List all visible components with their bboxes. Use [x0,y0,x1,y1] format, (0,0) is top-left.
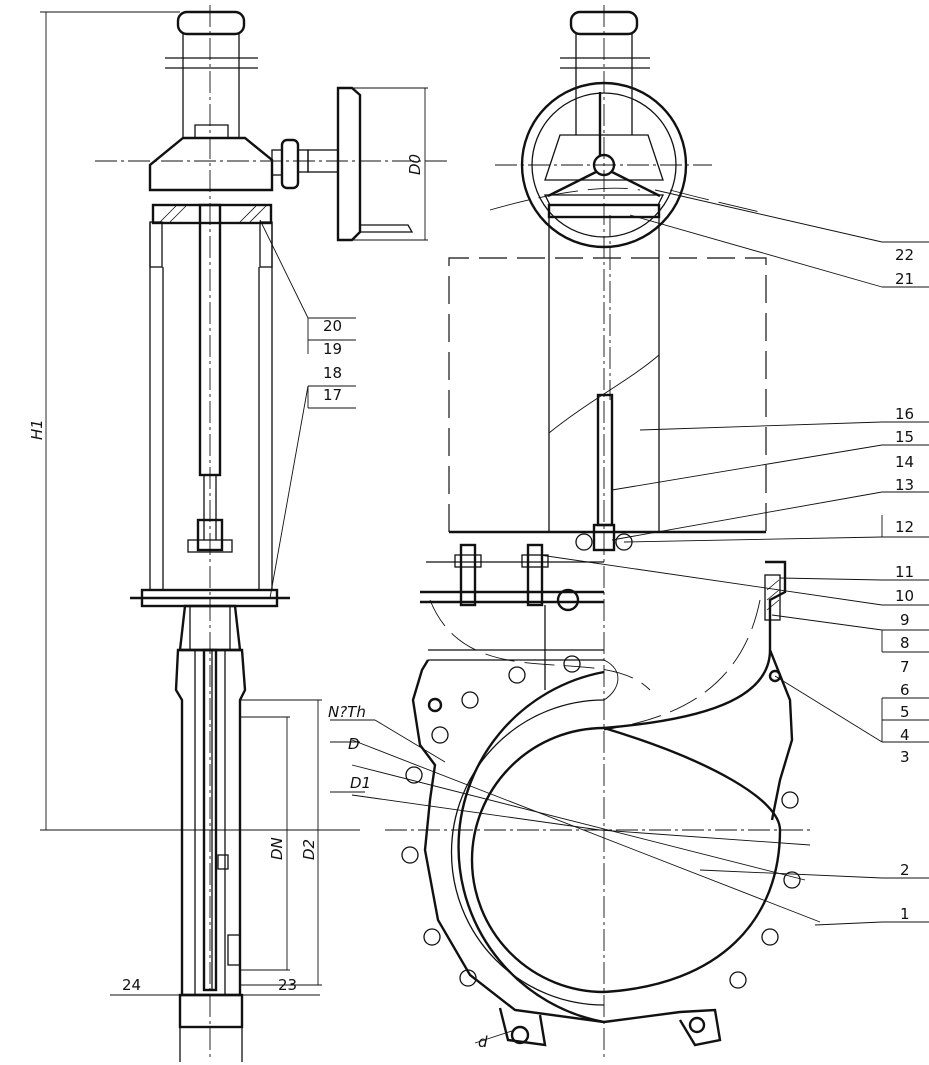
flange-bolt-holes [401,655,801,989]
front-view [330,5,821,1060]
part-label-8: 8 [900,634,910,652]
dim-small-d-label: d [478,1033,488,1051]
part-label-7: 7 [900,658,910,676]
right-callout-leaders [539,189,929,926]
part-label-4: 4 [900,726,910,744]
part-label-22: 22 [895,246,914,264]
part-label-6: 6 [900,681,910,699]
part-label-16: 16 [895,405,914,423]
part-label-1: 1 [900,905,910,923]
part-label-19: 19 [323,340,342,358]
dim-d0-label: D0 [406,154,424,175]
part-label-9: 9 [900,611,910,629]
part-label-17: 17 [323,386,342,404]
part-label-2: 2 [900,861,910,879]
side-view: D0 [28,5,450,1062]
dim-h1-label: H1 [28,419,46,440]
bonnet-bolts [454,543,580,690]
part-label-24: 24 [122,976,141,994]
part-label-13: 13 [895,476,914,494]
part-label-21: 21 [895,270,914,288]
dim-d2-label: D2 [300,839,318,860]
dim-d1-label: D1 [350,774,371,792]
dim-bolts-label: N?Th [328,703,366,721]
dim-d-label: D [348,735,360,753]
part-label-11: 11 [895,563,914,581]
dim-dn-label: DN [268,837,286,860]
part-label-14: 14 [895,453,914,471]
part-label-15: 15 [895,428,914,446]
part-label-20: 20 [323,317,342,335]
part-label-12: 12 [895,518,914,536]
part-label-10: 10 [895,587,914,605]
part-label-23: 23 [278,976,297,994]
part-label-3: 3 [900,748,910,766]
part-label-5: 5 [900,703,910,721]
part-label-18: 18 [323,364,342,382]
